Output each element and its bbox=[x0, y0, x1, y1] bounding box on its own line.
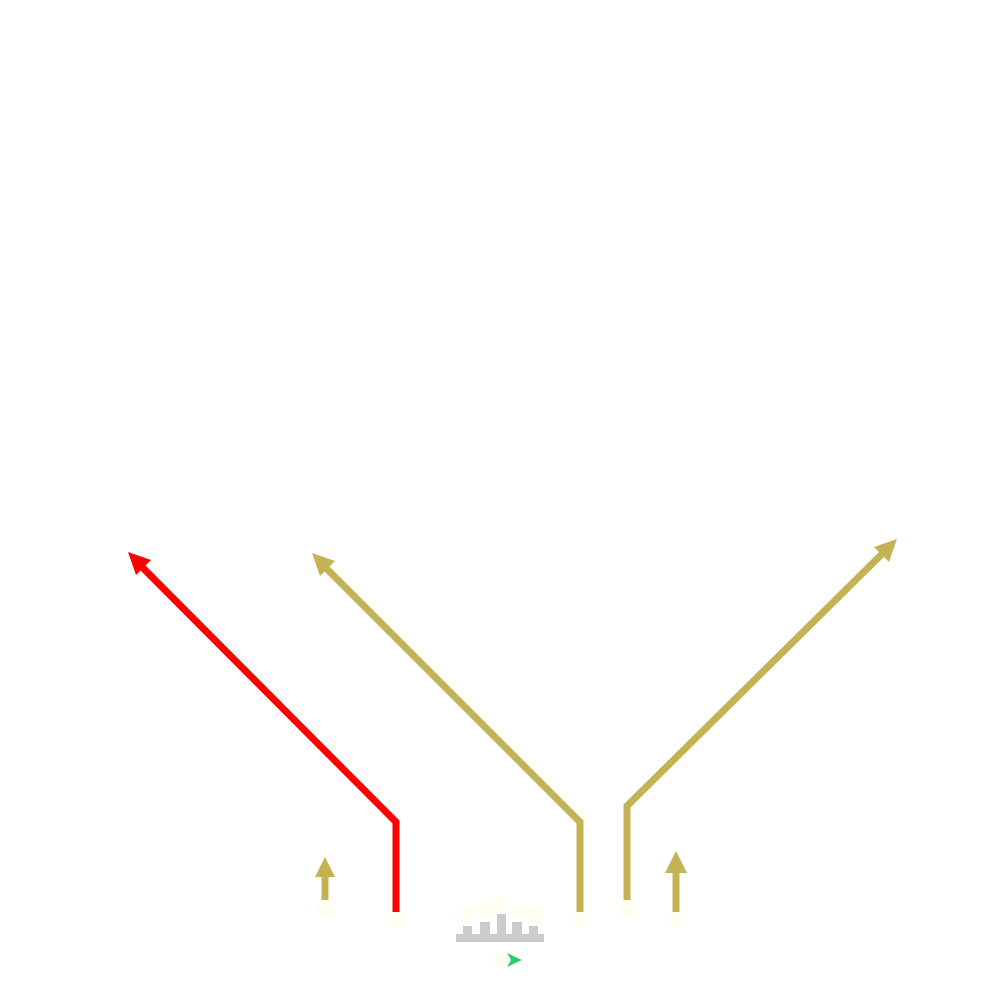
player-marker bbox=[492, 897, 508, 913]
line-block bbox=[480, 922, 490, 936]
route-line bbox=[623, 549, 887, 900]
route-line bbox=[321, 563, 584, 912]
player-marker bbox=[619, 900, 635, 916]
player-marker bbox=[526, 906, 542, 922]
player-marker bbox=[388, 912, 404, 928]
line-block bbox=[512, 922, 522, 936]
line-block bbox=[463, 926, 472, 936]
offensive-line bbox=[456, 914, 544, 942]
quarterback-marker bbox=[494, 952, 510, 968]
players bbox=[317, 897, 684, 968]
route-arrowhead bbox=[312, 553, 335, 576]
line-block bbox=[497, 914, 506, 936]
line-block bbox=[456, 934, 544, 942]
player-marker bbox=[458, 906, 474, 922]
route-line bbox=[137, 562, 400, 912]
player-marker bbox=[572, 912, 588, 928]
route-arrowhead bbox=[874, 539, 897, 562]
route-4 bbox=[315, 857, 335, 900]
player-marker bbox=[475, 903, 491, 919]
route-5 bbox=[665, 851, 687, 912]
arrow-right-icon bbox=[507, 953, 522, 967]
route-arrowhead bbox=[315, 857, 335, 877]
route-arrowhead bbox=[665, 851, 687, 873]
route-2 bbox=[312, 553, 584, 912]
routes bbox=[128, 539, 897, 912]
line-block bbox=[529, 926, 538, 936]
player-marker bbox=[317, 900, 333, 916]
route-1 bbox=[128, 552, 400, 912]
route-arrowhead bbox=[128, 552, 151, 575]
player-marker bbox=[509, 903, 525, 919]
player-marker bbox=[668, 912, 684, 928]
route-3 bbox=[623, 539, 897, 900]
